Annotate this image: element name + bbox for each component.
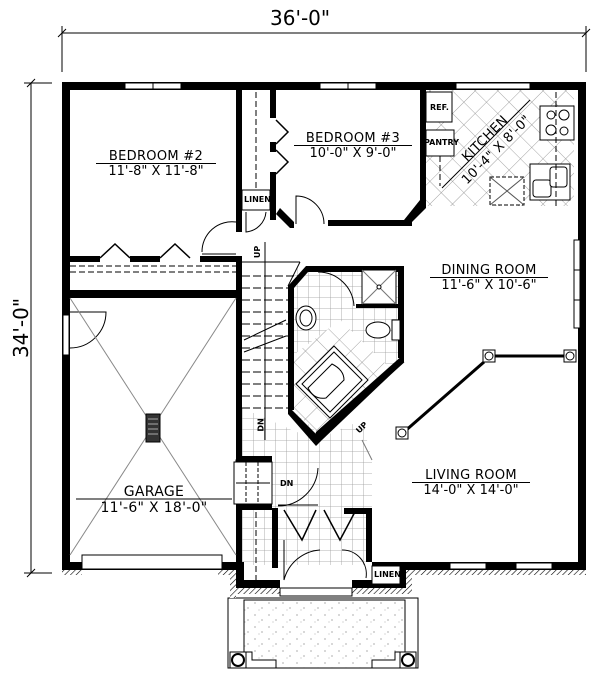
stairs	[242, 242, 301, 440]
room-bedroom2: BEDROOM #2 11'-8" X 11'-8"	[96, 150, 216, 178]
stove-icon	[539, 105, 575, 141]
room-dining: DINING ROOM 11'-6" X 10'-6"	[430, 264, 548, 292]
linen-closet-upper	[241, 189, 271, 211]
windows	[62, 82, 581, 597]
stair-up-label: UP	[253, 245, 263, 259]
overall-depth-label: 34'-0"	[9, 297, 33, 359]
closet-shelf-lines	[70, 92, 257, 580]
room-dimensions: 14'-0" X 14'-0"	[412, 482, 530, 497]
linen-label-lower: LINEN	[374, 570, 401, 579]
width-dimension-line	[57, 26, 591, 72]
garage-vent-icon	[145, 413, 161, 443]
porch-column-right-icon	[399, 651, 417, 669]
room-name: LIVING ROOM	[425, 468, 517, 483]
interior-walls	[70, 90, 426, 568]
swing-doors	[69, 195, 367, 581]
entry-down-label: DN	[280, 479, 294, 488]
fridge-label: REF.	[430, 103, 449, 112]
counter-lines	[439, 92, 557, 206]
shower-icon	[361, 269, 397, 305]
overall-width-label: 36'-0"	[270, 6, 331, 30]
pantry	[425, 129, 455, 157]
railing	[365, 354, 570, 434]
room-dimensions: 11'-6" X 18'-0"	[100, 500, 208, 516]
room-name: GARAGE	[123, 484, 185, 500]
room-garage: GARAGE 11'-6" X 18'-0"	[76, 485, 232, 515]
room-name: BEDROOM #2	[108, 149, 204, 164]
bifold-doors	[99, 119, 357, 542]
column-icons	[395, 349, 577, 440]
bathtub-icon	[295, 345, 369, 419]
foundation-hatch	[62, 570, 82, 575]
porch-column-left-icon	[229, 651, 247, 669]
linen-label-upper: LINEN	[244, 195, 271, 204]
room-living: LIVING ROOM 14'-0" X 14'-0"	[412, 469, 530, 497]
pantry-label: PANTRY	[424, 138, 459, 147]
stair-down-label: DN	[256, 418, 266, 432]
kitchen-fixtures	[425, 91, 575, 206]
entry-steps	[233, 461, 273, 505]
room-name: DINING ROOM	[441, 263, 537, 278]
room-bedroom3: BEDROOM #3 10'-0" X 9'-0"	[294, 132, 412, 160]
depth-dimension-line	[24, 78, 52, 578]
room-dimensions: 11'-6" X 10'-6"	[430, 277, 548, 292]
room-dimensions: 11'-8" X 11'-8"	[96, 163, 216, 178]
porch-slab	[243, 599, 406, 669]
room-dimensions: 10'-0" X 9'-0"	[294, 145, 412, 160]
toilet-icon	[365, 319, 401, 341]
sink-icon	[295, 305, 317, 331]
kitchen-label-line	[441, 99, 531, 189]
fridge	[425, 91, 453, 123]
linen-closet-lower	[371, 565, 401, 585]
hall-edge	[361, 439, 373, 461]
room-name: BEDROOM #3	[305, 131, 401, 146]
